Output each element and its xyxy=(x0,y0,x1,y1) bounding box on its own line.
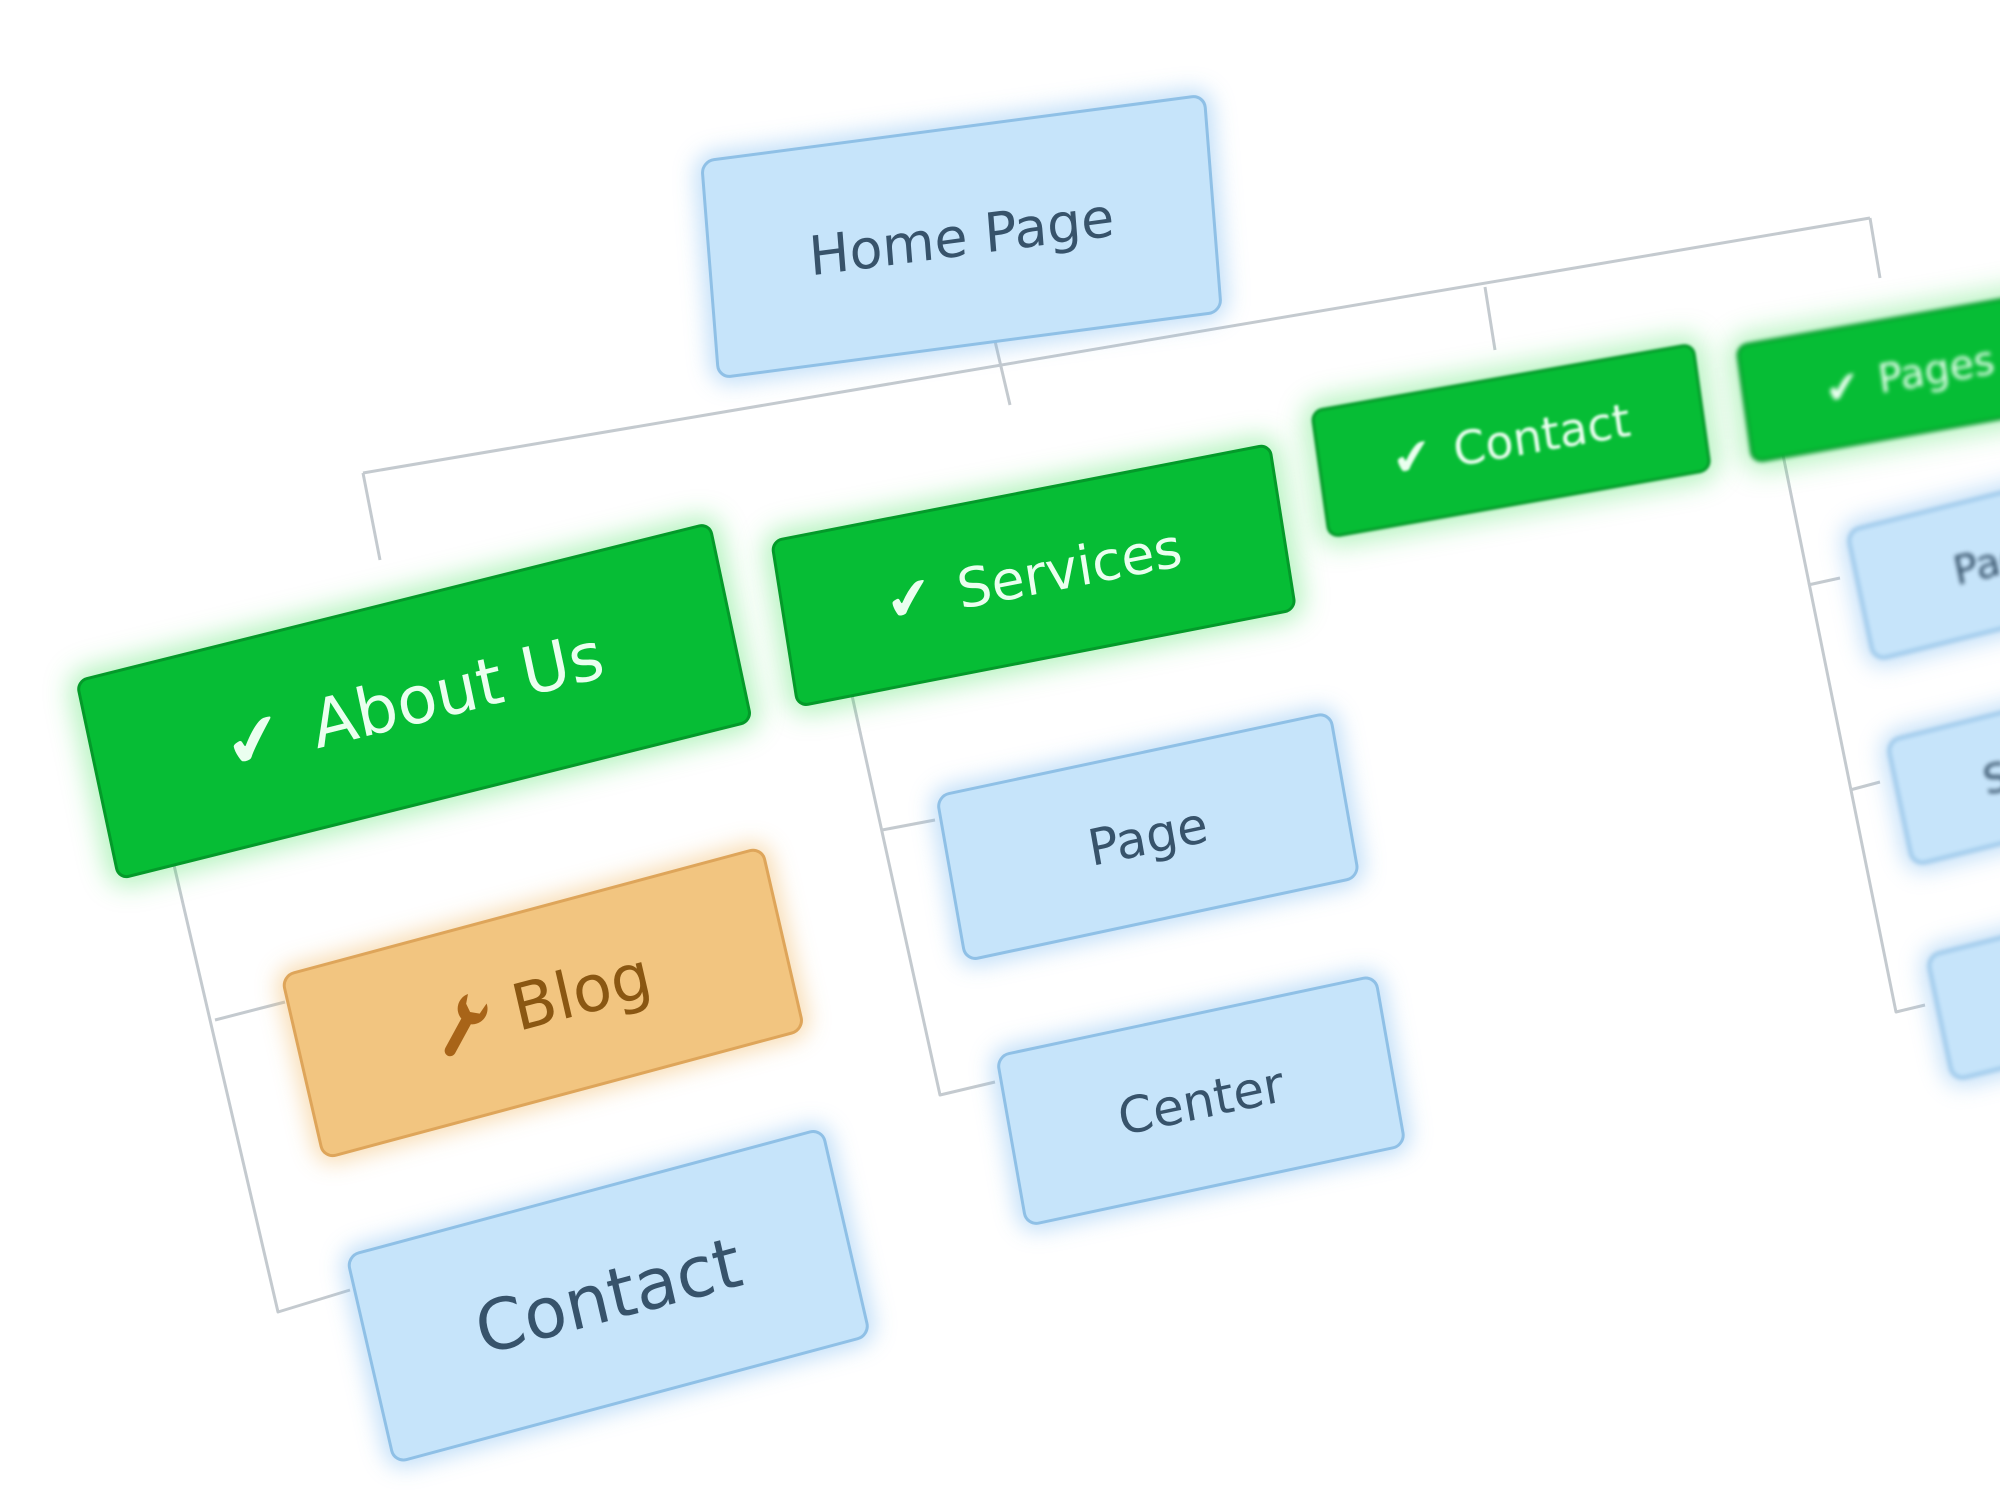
check-icon: ✔ xyxy=(217,694,291,788)
node-blog[interactable]: Blog xyxy=(280,845,806,1161)
connector-main-bus xyxy=(362,216,1871,475)
node-services-center-label: Center xyxy=(1113,1054,1289,1147)
node-about-us-label: About Us xyxy=(304,616,611,765)
connector-about-blog xyxy=(214,1000,286,1022)
node-about-contact-label: Contact xyxy=(467,1220,750,1371)
connector-pages-drop xyxy=(1868,217,1882,279)
wrench-icon xyxy=(429,985,499,1062)
check-icon: ✔ xyxy=(880,562,938,637)
node-services-label: Services xyxy=(952,515,1187,622)
connector-services-spine xyxy=(840,649,996,1097)
connector-about-spine xyxy=(158,804,351,1314)
connector-pages-page xyxy=(1807,576,1841,587)
node-blog-label: Blog xyxy=(505,938,659,1047)
node-pages-page-label: Page xyxy=(1949,526,2000,595)
connector-about-drop xyxy=(361,472,382,561)
connector-services-page xyxy=(881,818,936,832)
check-icon: ✔ xyxy=(1388,426,1437,490)
connector-pages-spine xyxy=(1778,439,1926,1014)
node-home-page-label: Home Page xyxy=(806,185,1117,289)
node-pages-site-label: Sit xyxy=(1979,747,2000,805)
check-icon: ✔ xyxy=(1821,359,1864,415)
node-pages-label: Pages xyxy=(1875,337,1998,404)
node-services-page-label: Page xyxy=(1083,795,1213,878)
connector-pages-site xyxy=(1849,780,1881,792)
node-contact-label: Contact xyxy=(1449,392,1634,478)
connector-contact-drop xyxy=(1483,286,1497,351)
